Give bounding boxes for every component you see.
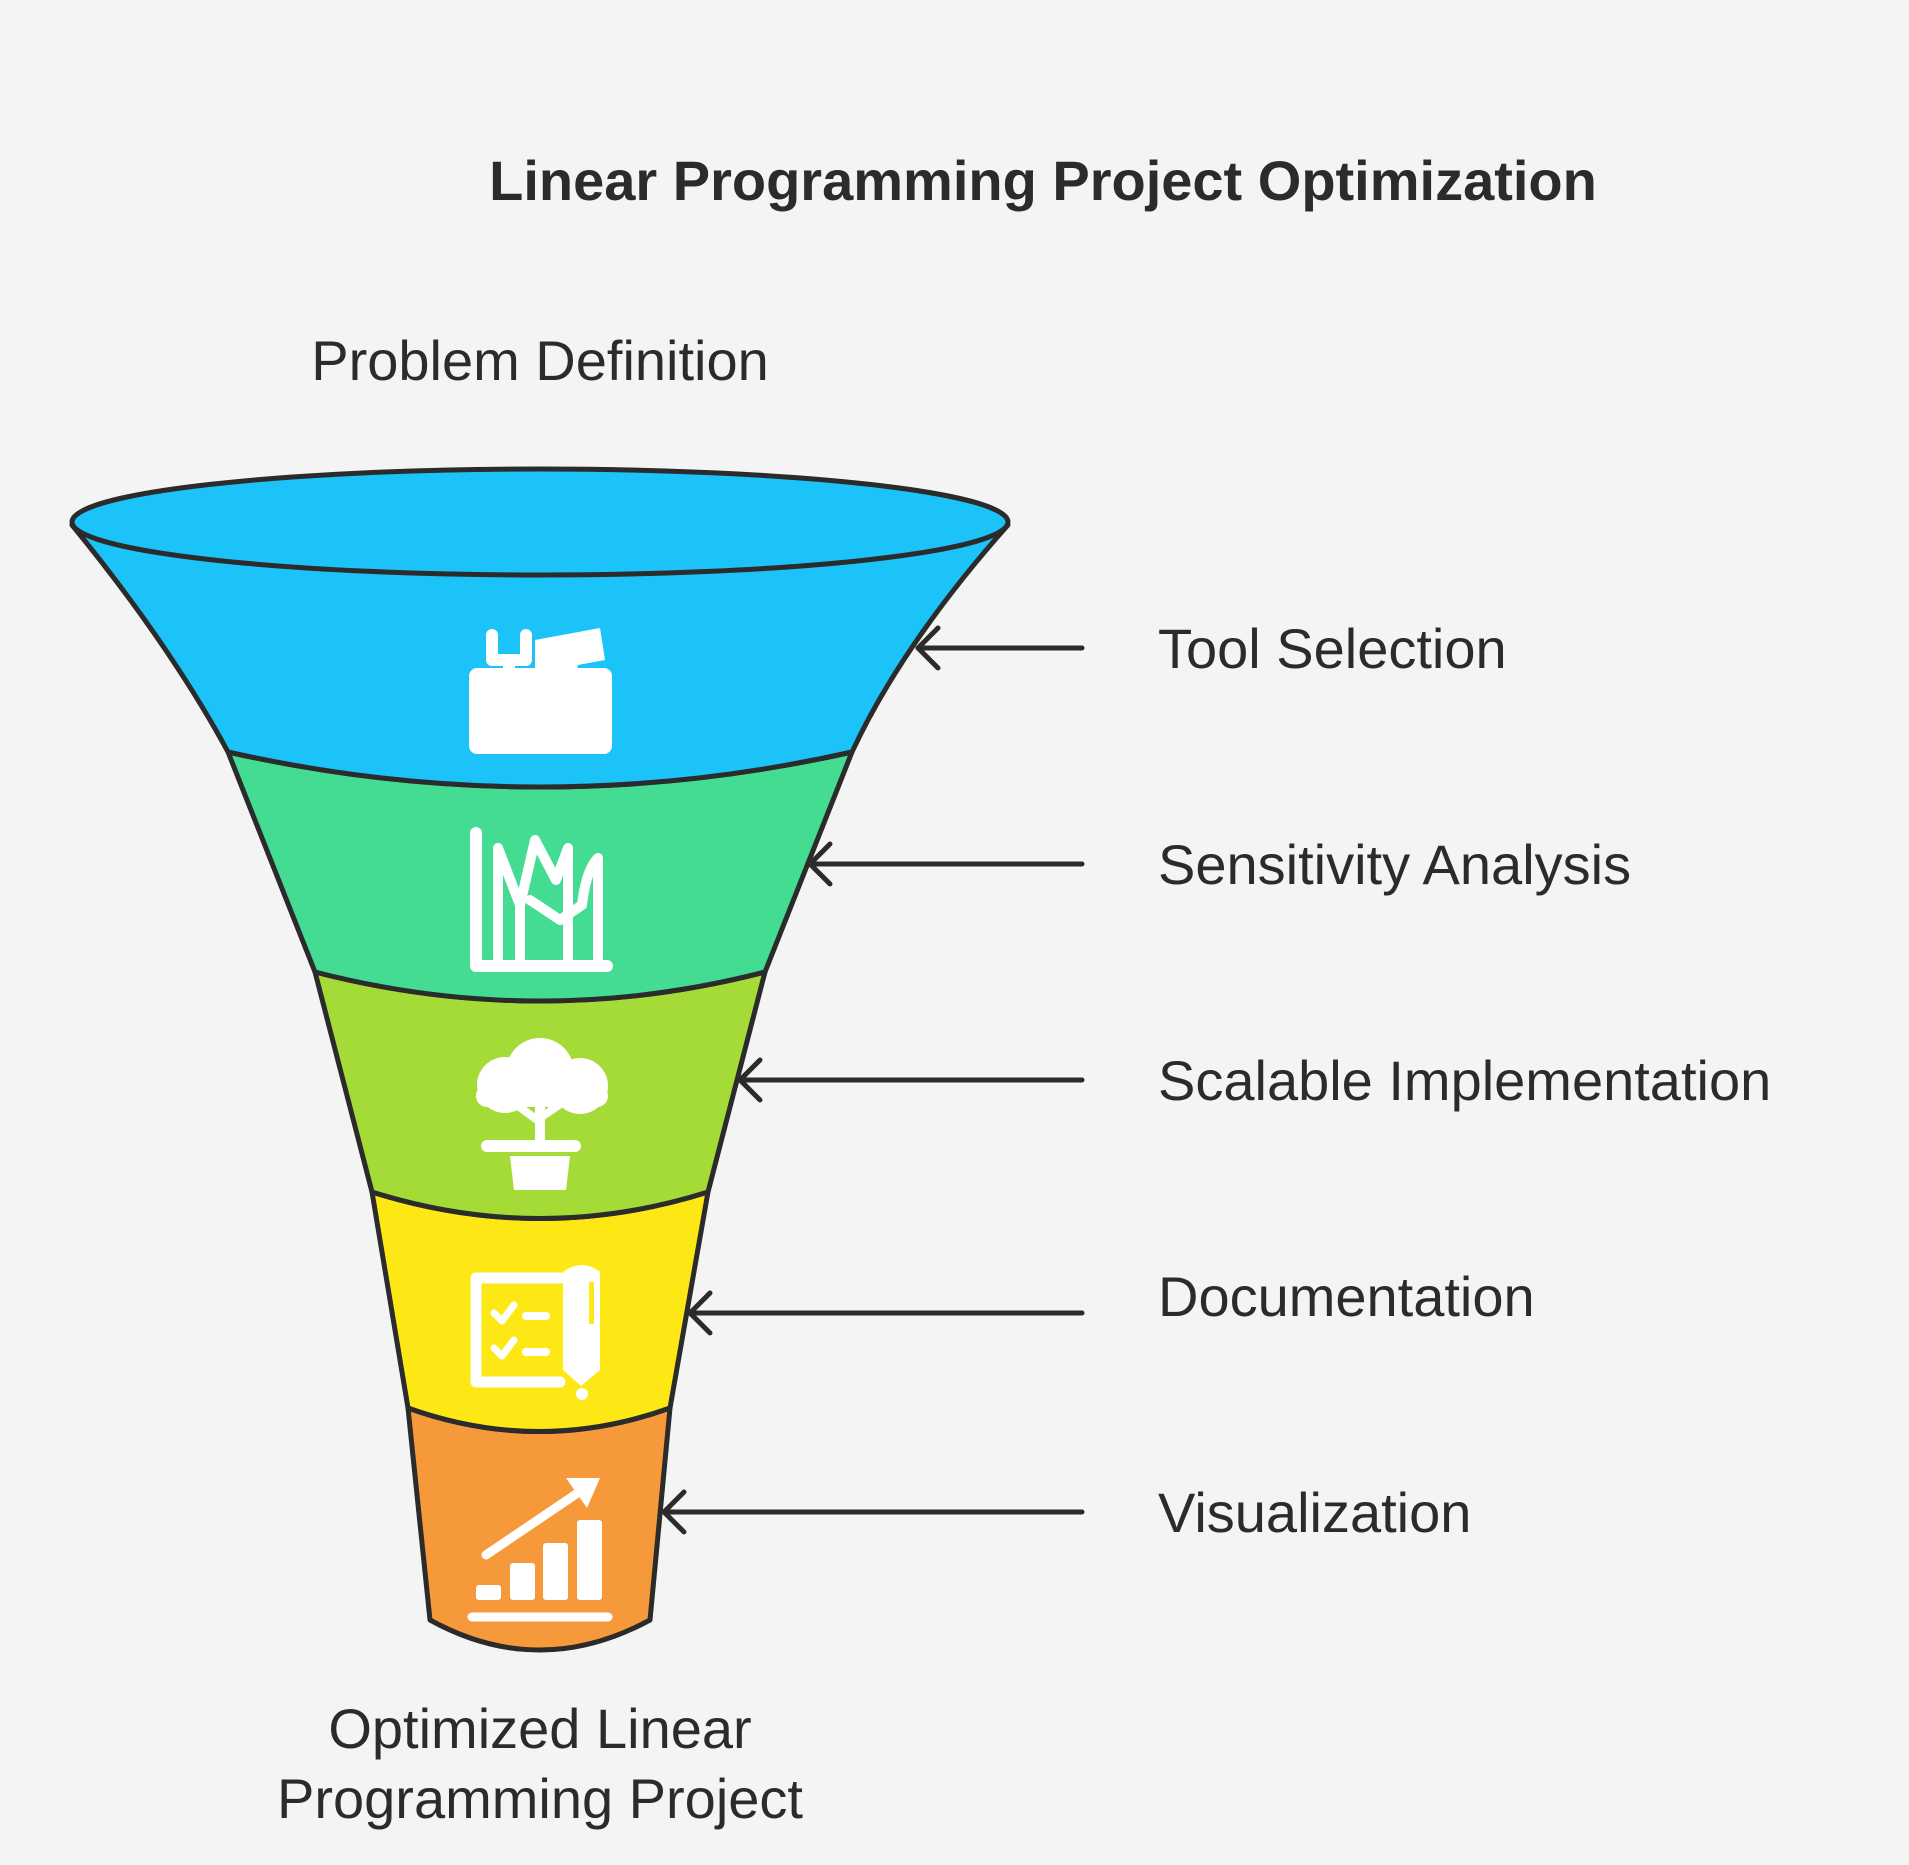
funnel-segment-2-body [225, 749, 855, 1004]
funnel-output-label-line-1: Optimized Linear [328, 1697, 751, 1760]
stage-label-scalable-implementation: Scalable Implementation [1158, 1049, 1771, 1112]
funnel-segment-4 [369, 1189, 711, 1434]
stage-callout-5: Visualization [661, 1481, 1471, 1544]
potted-tree-icon [476, 1038, 608, 1190]
growth-chart-icon [467, 1478, 613, 1622]
stage-callout-3: Scalable Implementation [737, 1049, 1771, 1112]
funnel-rim [69, 466, 1011, 578]
toolbox-icon [469, 628, 612, 754]
funnel-segment-4-body [369, 1189, 711, 1434]
funnel-output-label-line-2: Programming Project [277, 1767, 803, 1830]
stage-label-visualization: Visualization [1158, 1481, 1471, 1544]
stage-label-documentation: Documentation [1158, 1265, 1535, 1328]
funnel-segment-5-body [405, 1405, 673, 1653]
checklist-pen-icon [470, 1265, 600, 1400]
line-chart-icon [470, 827, 613, 972]
diagram-title: Linear Programming Project Optimization [489, 149, 1597, 212]
funnel-input-label: Problem Definition [311, 329, 769, 392]
stage-callout-2: Sensitivity Analysis [807, 833, 1631, 896]
stage-label-tool-selection: Tool Selection [1158, 617, 1507, 680]
stage-callout-1: Tool Selection [915, 617, 1507, 680]
stage-label-sensitivity-analysis: Sensitivity Analysis [1158, 833, 1631, 896]
stage-callout-4: Documentation [687, 1265, 1535, 1336]
